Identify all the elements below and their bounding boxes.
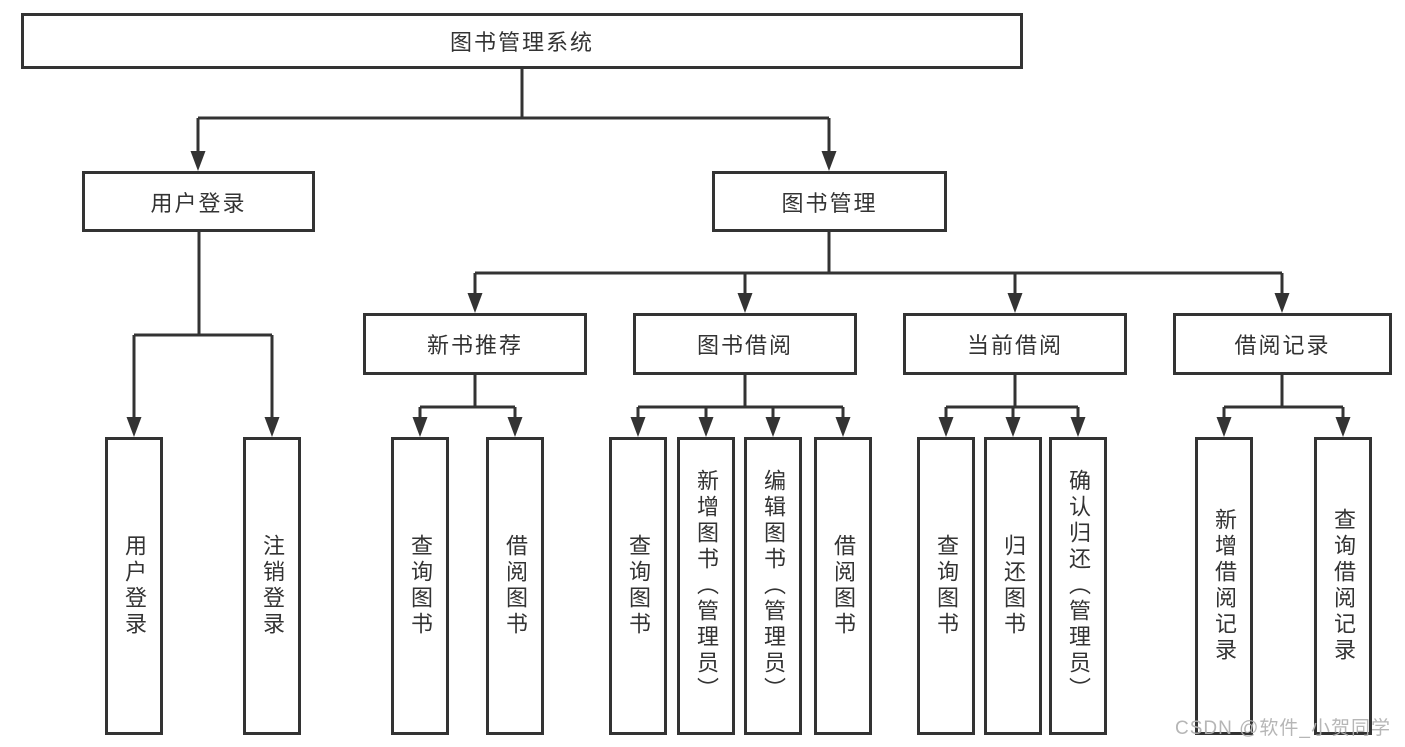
- leaf-borrow-books-borrowing: 借阅图书: [814, 437, 872, 735]
- leaf-query-books-borrowing: 查询图书: [609, 437, 667, 735]
- node-borrowing-records: 借阅记录: [1173, 313, 1392, 375]
- leaf-add-borrow-record: 新增借阅记录: [1195, 437, 1253, 735]
- leaf-confirm-return-admin: 确认归还（管理员）: [1049, 437, 1107, 735]
- csdn-watermark: CSDN @软件_小贺同学: [1175, 718, 1391, 739]
- leaf-query-books-current: 查询图书: [917, 437, 975, 735]
- leaf-add-book-admin: 新增图书（管理员）: [677, 437, 735, 735]
- leaf-borrow-books-recommend: 借阅图书: [486, 437, 544, 735]
- leaf-query-borrow-record: 查询借阅记录: [1314, 437, 1372, 735]
- node-book-borrowing: 图书借阅: [633, 313, 857, 375]
- leaf-edit-book-admin: 编辑图书（管理员）: [744, 437, 802, 735]
- node-user-login: 用户登录: [82, 171, 315, 232]
- node-root: 图书管理系统: [21, 13, 1023, 69]
- node-book-management: 图书管理: [712, 171, 947, 232]
- node-new-book-recommendation: 新书推荐: [363, 313, 587, 375]
- leaf-return-books: 归还图书: [984, 437, 1042, 735]
- leaf-user-login: 用户登录: [105, 437, 163, 735]
- node-current-borrowing: 当前借阅: [903, 313, 1127, 375]
- leaf-logout: 注销登录: [243, 437, 301, 735]
- leaf-query-books-recommend: 查询图书: [391, 437, 449, 735]
